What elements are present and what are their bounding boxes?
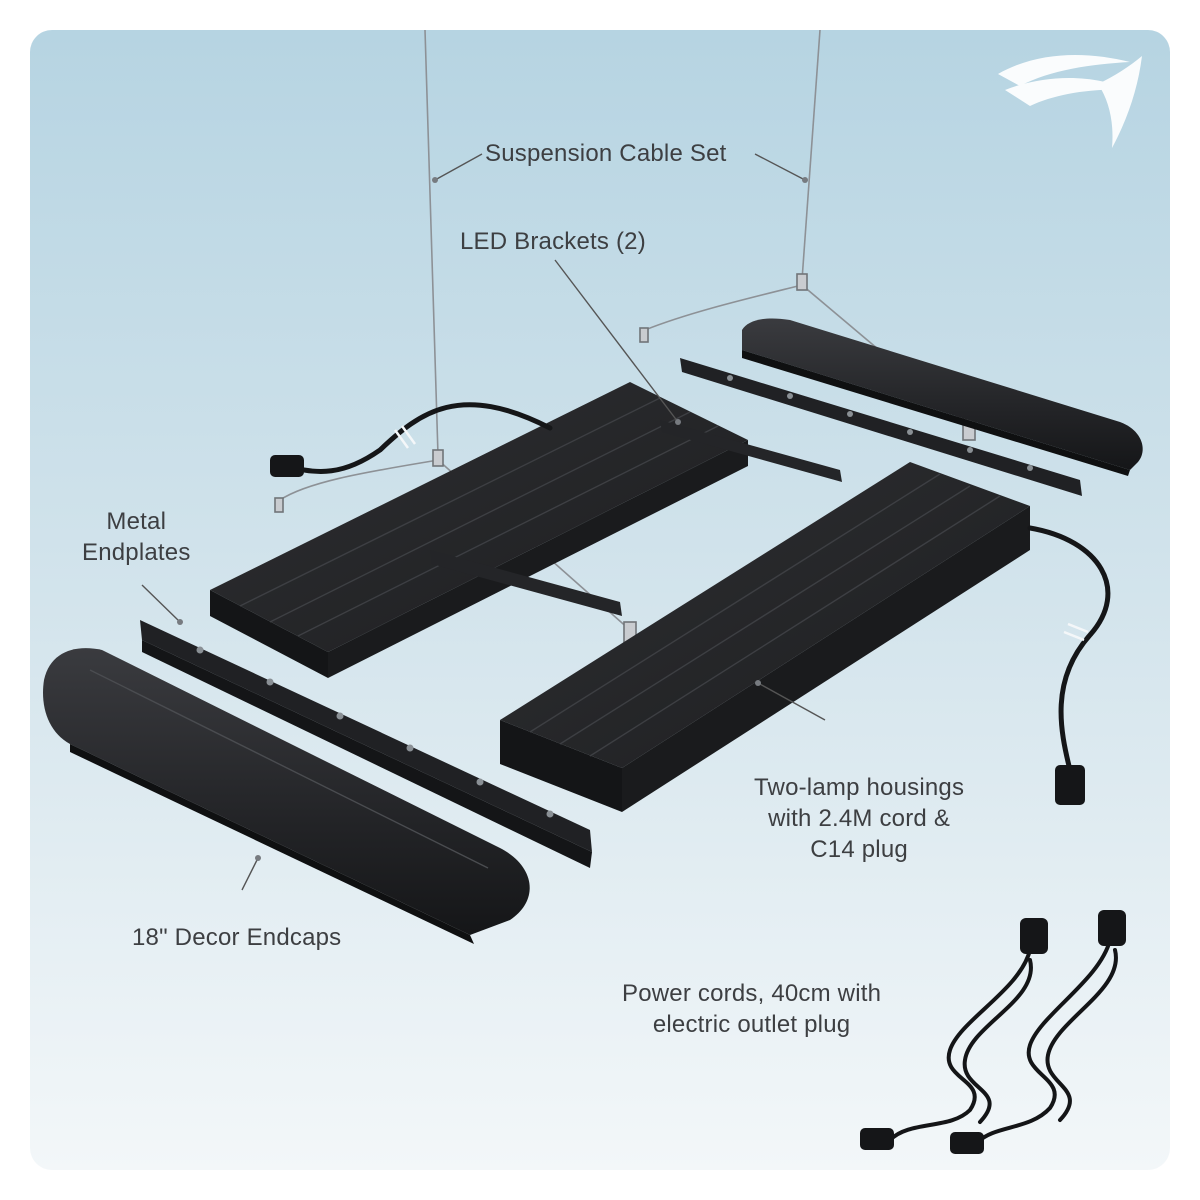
two-lamp-housing: [210, 382, 748, 678]
metal-endplates-line1: Metal: [106, 508, 167, 535]
suspension-cable-text: Suspension Cable Set: [485, 140, 727, 167]
housing-power-cord: [289, 402, 1111, 773]
decor-endcaps-text: 18" Decor Endcaps: [132, 924, 342, 951]
power-cords-label: Power cords, 40cm with electric outlet p…: [622, 978, 881, 1040]
metal-endplates-line2: Endplates: [82, 539, 191, 566]
two-lamp-housings-line3: C14 plug: [810, 836, 908, 863]
two-lamp-housings-label: Two-lamp housings with 2.4M cord & C14 p…: [754, 772, 964, 865]
metal-endplates-label: Metal Endplates: [82, 506, 191, 568]
metal-endplate: [140, 620, 592, 868]
decor-endcap: [43, 648, 530, 944]
power-cords-line1: Power cords, 40cm with: [622, 980, 882, 1007]
two-lamp-housings-line1: Two-lamp housings: [754, 774, 965, 801]
exploded-diagram: Suspension Cable Set LED Brackets (2) Me…: [30, 30, 1170, 1170]
led-bracket: [430, 420, 842, 616]
suspension-cable-label: Suspension Cable Set: [485, 138, 727, 169]
two-lamp-housing: [500, 462, 1030, 812]
led-brackets-text: LED Brackets (2): [460, 228, 646, 255]
power-cords-line2: electric outlet plug: [652, 1011, 851, 1038]
leader-lines: [141, 153, 826, 891]
diagram-art: [43, 30, 1143, 1154]
metal-endplate: [680, 358, 1082, 496]
decor-endcap: [742, 318, 1143, 476]
leader-dots: [177, 177, 808, 861]
power-cord: [888, 938, 1118, 1144]
power-cord-plug-icon: [860, 910, 1126, 1154]
housing-c14-plug: [270, 455, 1085, 805]
swoosh-logo-icon: [998, 54, 1142, 148]
led-brackets-label: LED Brackets (2): [460, 226, 646, 257]
two-lamp-housings-line2: with 2.4M cord &: [768, 805, 951, 832]
decor-endcaps-label: 18" Decor Endcaps: [132, 922, 341, 953]
